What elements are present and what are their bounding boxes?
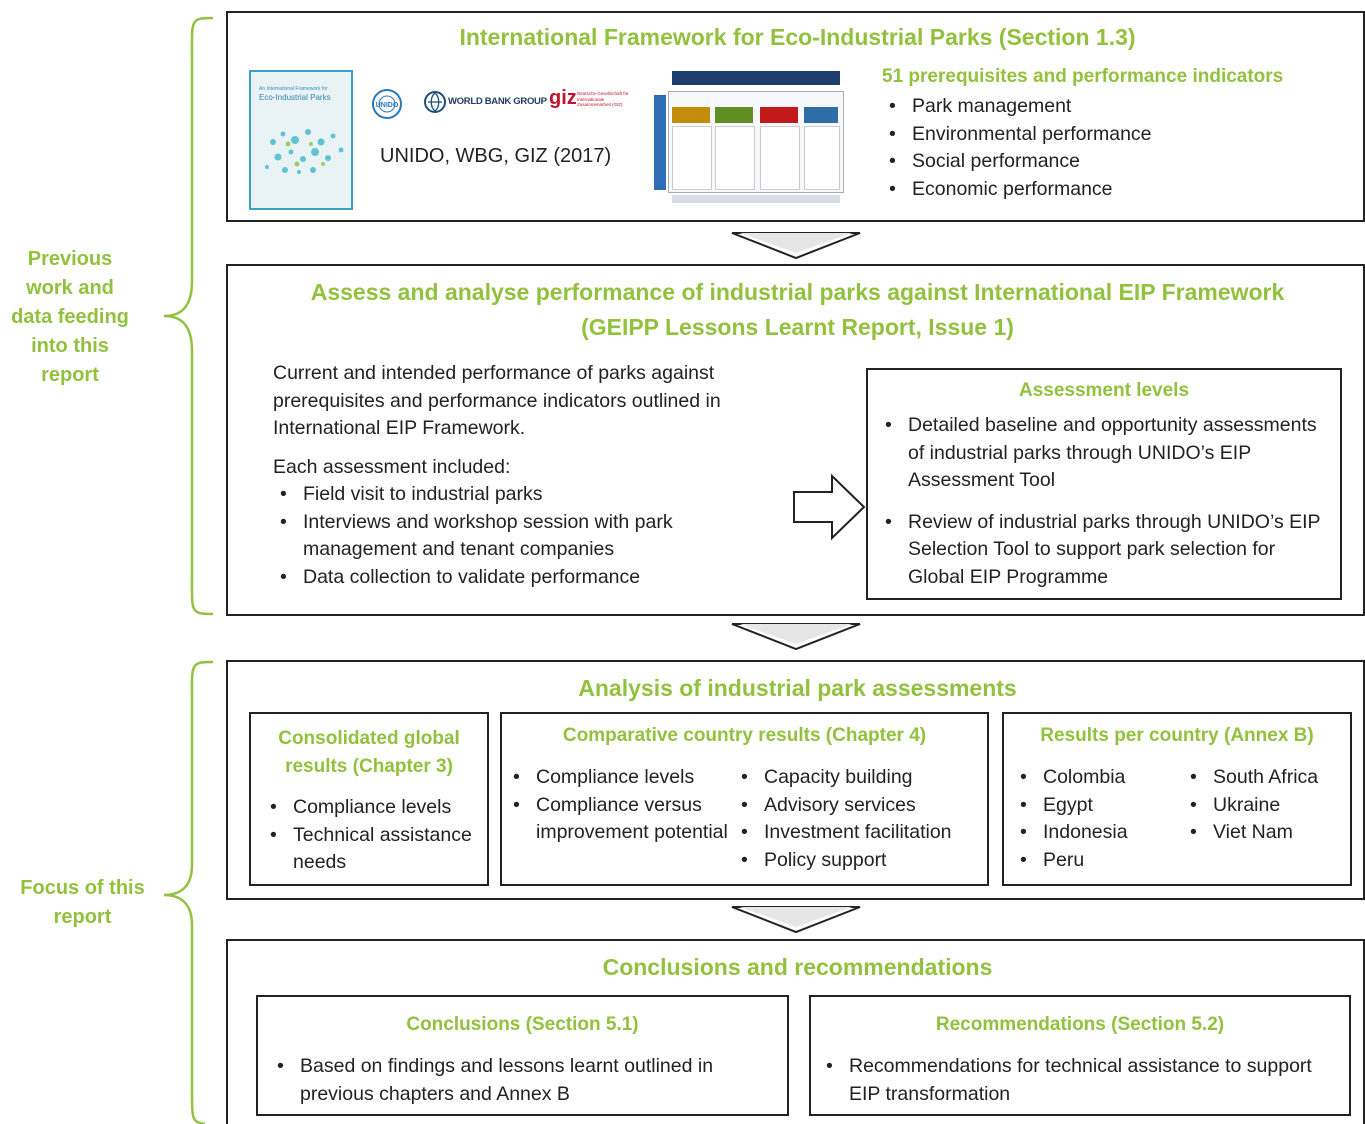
list-item: Social performance [882,148,1302,176]
list-item: Investment facilitation [734,819,989,847]
assess-subtitle: (GEIPP Lessons Learnt Report, Issue 1) [581,314,1014,340]
conclusions-subbox: Conclusions (Section 5.1) Based on findi… [256,995,789,1116]
conclusions-list: Based on findings and lessons learnt out… [270,1053,775,1108]
recommendations-heading: Recommendations (Section 5.2) [935,1014,1225,1035]
giz-logo: giz Deutsche Gesellschaft für Internatio… [549,87,629,109]
indicators-heading: 51 prerequisites and performance indicat… [882,66,1284,87]
list-item: Viet Nam [1183,819,1351,847]
arrow-down-3 [731,906,861,934]
list-item: Compliance levels [506,764,731,792]
assessment-levels-box: Assessment levels Detailed baseline and … [866,368,1342,600]
framework-cover-image: An International Framework for Eco-Indus… [249,70,353,210]
global-results-heading: Consolidated global results (Chapter 3) [278,728,460,777]
analysis-title: Analysis of industrial park assessments [578,675,1017,701]
arrow-down-2 [731,623,861,651]
assess-box: Assess and analyse performance of indust… [226,264,1365,616]
global-results-box: Consolidated global results (Chapter 3) … [249,712,489,886]
list-item: Field visit to industrial parks [273,481,743,509]
assess-title: Assess and analyse performance of indust… [310,279,1285,305]
list-item: Technical assistance needs [263,822,485,877]
previous-work-label: Previous work and data feeding into this… [11,248,129,386]
recommendations-subbox: Recommendations (Section 5.2) Recommenda… [809,995,1351,1116]
list-item: Egypt [1013,792,1173,820]
list-item: Environmental performance [882,121,1302,149]
focus-label: Focus of this report [20,877,145,928]
svg-text:UNIDO: UNIDO [376,102,399,109]
list-item: Recommendations for technical assistance… [819,1053,1329,1108]
list-item: Economic performance [882,176,1302,204]
list-item: Based on findings and lessons learnt out… [270,1053,775,1108]
comparative-results-heading: Comparative country results (Chapter 4) [562,725,927,746]
list-item: Colombia [1013,764,1173,792]
framework-diagram-image [654,71,844,206]
list-item: Policy support [734,847,989,875]
country-col1: Colombia Egypt Indonesia Peru [1013,764,1173,874]
list-item: South Africa [1183,764,1351,792]
country-col2: South Africa Ukraine Viet Nam [1183,764,1351,847]
list-item: Advisory services [734,792,989,820]
list-item: Compliance versus improvement potential [506,792,731,847]
list-item: Ukraine [1183,792,1351,820]
brace-previous [163,16,214,616]
list-item: Review of industrial parks through UNIDO… [878,509,1328,592]
arrow-down-1 [731,232,861,260]
assess-items: Field visit to industrial parks Intervie… [273,481,743,591]
list-item: Compliance levels [263,794,485,822]
framework-citation: UNIDO, WBG, GIZ (2017) [380,145,612,167]
assess-intro: Current and intended performance of park… [273,362,721,439]
list-item: Interviews and workshop session with par… [273,509,743,564]
list-item: Park management [882,93,1302,121]
country-results-heading: Results per country (Annex B) [1040,725,1314,746]
assessment-levels-list: Detailed baseline and opportunity assess… [878,412,1328,591]
list-item: Indonesia [1013,819,1173,847]
list-item: Capacity building [734,764,989,792]
list-item: Data collection to validate performance [273,564,743,592]
list-item: Peru [1013,847,1173,875]
comparative-results-box: Comparative country results (Chapter 4) … [500,712,989,886]
country-results-box: Results per country (Annex B) Colombia E… [1002,712,1352,886]
list-item: Detailed baseline and opportunity assess… [878,412,1328,495]
worldbank-logo: WORLD BANK GROUP [424,91,547,115]
conclusions-box: Conclusions and recommendations Conclusi… [226,939,1365,1124]
framework-box: International Framework for Eco-Industri… [226,11,1365,222]
recommendations-list: Recommendations for technical assistance… [819,1053,1329,1108]
conclusions-heading: Conclusions (Section 5.1) [406,1014,639,1035]
assess-each-heading: Each assessment included: [273,456,511,478]
framework-title: International Framework for Eco-Industri… [459,24,1136,50]
analysis-box: Analysis of industrial park assessments … [226,660,1365,900]
indicators-list: Park management Environmental performanc… [882,93,1302,203]
global-results-list: Compliance levels Technical assistance n… [263,794,485,877]
comparative-col2: Capacity building Advisory services Inve… [734,764,989,874]
conclusions-title: Conclusions and recommendations [602,954,993,980]
arrow-right [793,473,866,541]
unido-logo: UNIDO [371,88,403,120]
comparative-col1: Compliance levels Compliance versus impr… [506,764,731,847]
assessment-levels-heading: Assessment levels [1018,380,1190,401]
brace-focus [163,660,214,1124]
